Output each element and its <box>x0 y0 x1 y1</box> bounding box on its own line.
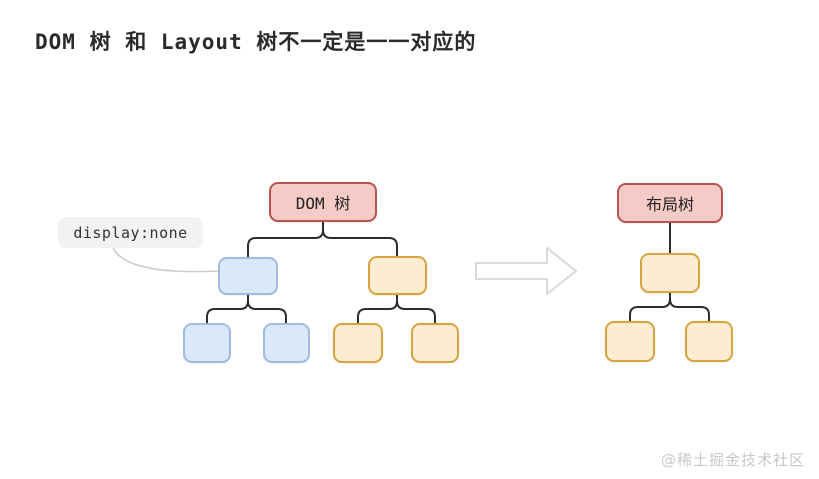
dom-tree-root-label: DOM 树 <box>295 194 351 213</box>
transform-arrow-icon <box>475 247 577 295</box>
dom-tree-blue-parent-node <box>218 257 278 295</box>
dom-tree-edges <box>206 221 436 324</box>
dom-tree-blue-leaf-2-node <box>263 323 310 363</box>
edge-blue-parent-to-leaf-1 <box>206 294 249 324</box>
page-title: DOM 树 和 Layout 树不一定是一一对应的 <box>35 30 477 54</box>
display-none-callout: display:none <box>58 217 203 248</box>
edge-blue-parent-to-leaf-2 <box>247 294 287 324</box>
edge-root-to-blue-parent <box>247 221 324 258</box>
edge-orange-parent-to-leaf-1 <box>357 294 398 324</box>
dom-tree-orange-leaf-2-node <box>411 323 459 363</box>
edge-layout-parent-to-leaf-1 <box>629 292 671 322</box>
layout-tree-orange-leaf-1-node <box>605 321 655 362</box>
edge-orange-parent-to-leaf-2 <box>396 294 436 324</box>
edge-root-to-orange-parent <box>322 221 398 257</box>
dom-tree-blue-leaf-1-node <box>183 323 231 363</box>
watermark: @稀土掘金技术社区 <box>660 451 805 469</box>
dom-tree-orange-leaf-1-node <box>333 323 383 363</box>
dom-tree-orange-parent-node <box>368 256 427 295</box>
display-none-callout-label: display:none <box>73 223 188 242</box>
callout-connector-line <box>112 247 219 273</box>
layout-tree-edges <box>629 222 710 322</box>
layout-tree-orange-parent-node <box>640 253 700 293</box>
dom-tree-root-node: DOM 树 <box>269 182 377 222</box>
layout-tree-root-label: 布局树 <box>645 195 694 214</box>
layout-tree-orange-leaf-2-node <box>685 321 733 362</box>
edge-layout-parent-to-leaf-2 <box>669 292 710 322</box>
layout-tree-root-node: 布局树 <box>617 183 723 223</box>
